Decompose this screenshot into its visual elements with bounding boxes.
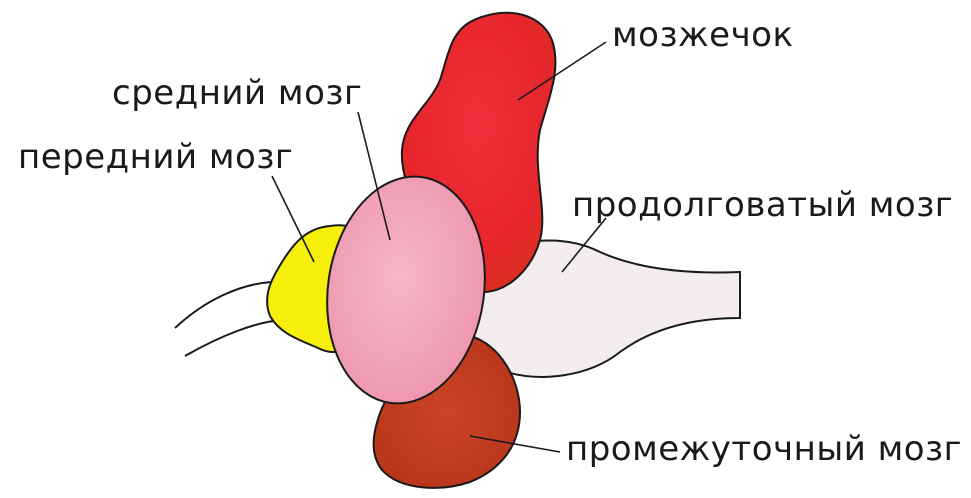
- label-midbrain: средний мозг: [112, 76, 362, 110]
- anterior-nerve-upper: [175, 282, 272, 328]
- label-forebrain: передний мозг: [18, 140, 293, 174]
- label-medulla: продолговатый мозг: [572, 188, 953, 222]
- anterior-nerve-lower: [185, 320, 282, 356]
- label-diencephalon: промежуточный мозг: [566, 432, 962, 466]
- label-cerebellum: мозжечок: [612, 18, 794, 52]
